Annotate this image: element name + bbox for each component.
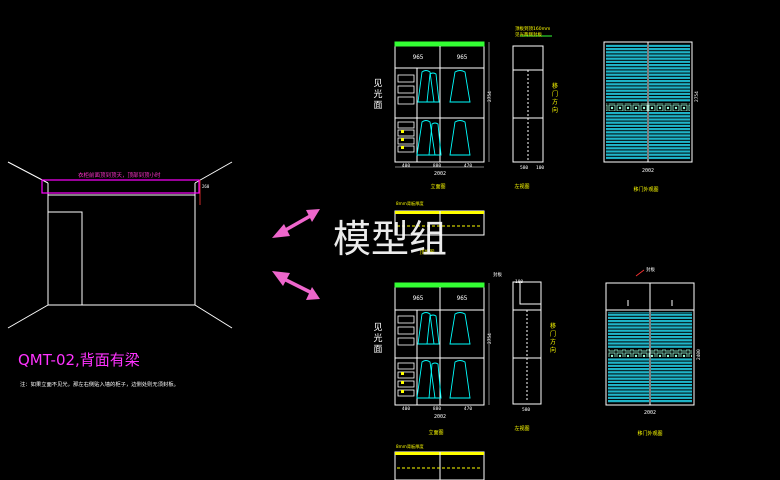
room-note: 衣柜前面顶到顶天，顶部到顶小时 (78, 171, 161, 179)
caption-door-bottom: 移门外观图 (637, 430, 662, 437)
svg-text:向: 向 (550, 346, 556, 354)
side-view-bottom (512, 281, 542, 405)
caption-plan-top: 顶视图 (419, 249, 434, 256)
side-text-3: 面 (373, 100, 382, 111)
room-perspective (7, 161, 233, 329)
caption-side-top: 左视图 (514, 183, 529, 190)
room-door (47, 211, 83, 306)
side-depth-2-b: 100 (515, 279, 523, 285)
dim-bottom-1-b: 400 (402, 406, 410, 412)
side-text-b2: 光 (373, 332, 382, 344)
dim-upper-right-b: 965 (457, 295, 468, 302)
svg-text:移: 移 (550, 322, 556, 330)
dim-bottom-2-b: 880 (433, 406, 441, 412)
door-width-top: 2002 (642, 168, 654, 174)
svg-text:向: 向 (552, 106, 558, 114)
plan-note-bottom: 8mm背板厚度 (396, 443, 424, 450)
side-text-b1: 见 (373, 322, 382, 333)
door-view-top (603, 41, 693, 163)
top-note-2: 见光两侧封板 (515, 31, 542, 38)
caption-door-top: 移门外观图 (633, 186, 658, 193)
door-view-bottom (605, 269, 695, 406)
door-width-bottom: 2002 (644, 410, 656, 416)
dim-bottom-3-b: 470 (464, 406, 472, 412)
svg-text:方: 方 (550, 338, 556, 346)
dim-total-width-b: 2002 (434, 414, 446, 420)
dim-upper-left: 965 (413, 54, 424, 61)
svg-text:门: 门 (550, 330, 556, 338)
plan-view-top (394, 210, 485, 236)
watermark-text: 模型组 (333, 217, 447, 261)
side-depth-2: 100 (536, 165, 544, 171)
door-height-top: 2754 (694, 91, 700, 102)
dim-bottom-3: 470 (464, 163, 472, 169)
side-label-top: 移 门 方 向 (552, 82, 558, 114)
side-text-b3: 面 (373, 344, 382, 355)
front-dims-bottom: 965 965 400 880 470 2002 2754 立面图 (402, 283, 493, 436)
caption-side-bottom: 左视图 (514, 425, 529, 432)
dim-height: 2754 (487, 91, 493, 102)
dim-upper-left-b: 965 (413, 295, 424, 302)
front-elevation-top (394, 41, 485, 163)
side-text-1: 见 (373, 78, 382, 89)
door-height-bottom: 2400 (696, 349, 702, 360)
front-elevation-bottom (394, 282, 485, 406)
dim-height-b: 2754 (487, 333, 493, 344)
side-view-top (512, 35, 552, 163)
plan-view-bottom (394, 451, 485, 480)
svg-text:门: 门 (552, 90, 558, 98)
side-depth-1: 580 (520, 165, 528, 171)
top-note-1: 顶板到顶160mm (515, 25, 550, 32)
caption-front-bottom: 立面图 (428, 429, 443, 436)
drawing-title: QMT-02,背面有梁 (18, 351, 140, 369)
side-label-bottom: 移 门 方 向 (550, 322, 556, 354)
arrow-up-right (272, 209, 320, 238)
beam-note: 封板 (493, 271, 502, 278)
caption-front-top: 立面图 (430, 183, 445, 190)
arrow-down-right (272, 271, 320, 300)
side-text-2: 光 (373, 88, 382, 100)
svg-text:移: 移 (552, 82, 558, 90)
dim-total-width: 2002 (434, 171, 446, 177)
dim-bottom-2: 880 (433, 163, 441, 169)
front-dims-top: 965 965 400 880 470 2002 2754 立面图 (395, 42, 493, 190)
plan-note-top: 8mm背板厚度 (396, 200, 424, 207)
svg-text:260: 260 (202, 184, 210, 189)
beam-outline (41, 179, 200, 194)
drawing-note: 注：如果立面不见光，那左右侧贴入墙的柜子，边侧处则无须封板。 (20, 380, 179, 388)
side-depth-1-b: 580 (522, 407, 530, 413)
dim-upper-right: 965 (457, 54, 468, 61)
svg-text:方: 方 (552, 98, 558, 106)
dim-bottom-1: 400 (402, 163, 410, 169)
door-note: 封板 (646, 266, 655, 273)
